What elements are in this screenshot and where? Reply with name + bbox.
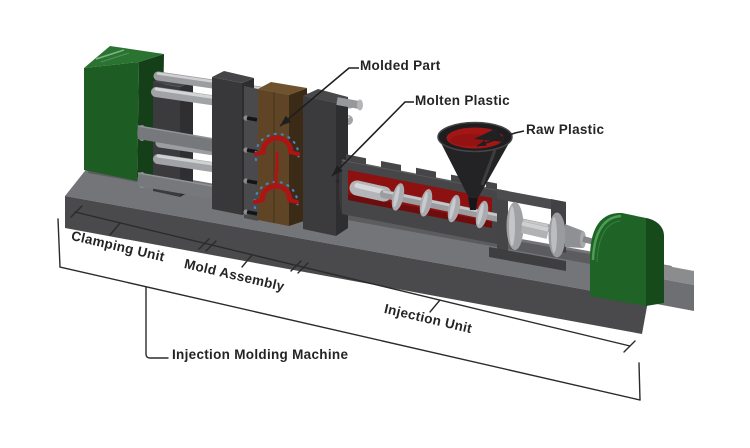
- cooling-dots-upper: [254, 132, 300, 162]
- arrowhead: [332, 165, 343, 176]
- molded-part-label: Molded Part: [360, 58, 441, 73]
- clamp-ram-beams: [137, 125, 225, 201]
- molten-plastic-label: Molten Plastic: [415, 93, 510, 108]
- machine-bracket: [57, 218, 641, 401]
- injection-barrel: [339, 154, 552, 244]
- molded-part-leader: [279, 67, 359, 127]
- dimension-lines: [57, 205, 641, 401]
- raw-plastic-label: Raw Plastic: [526, 122, 605, 137]
- mold-assembly-block: [243, 82, 307, 226]
- injection-molding-machine-label: Injection Molding Machine: [172, 347, 349, 362]
- arrowhead: [280, 115, 291, 126]
- mold-bolts: [243, 115, 258, 216]
- leader-lines: [279, 67, 525, 177]
- screw-flights: [391, 183, 489, 229]
- raw-plastic-leader: [476, 130, 525, 147]
- arrowhead: [477, 140, 487, 146]
- hopper: [437, 121, 513, 210]
- drive-carriage: [489, 189, 599, 271]
- cooling-dots-lower: [253, 180, 299, 210]
- drive-motor: [590, 212, 664, 306]
- molded-part-shapes: [253, 135, 300, 204]
- section-dimension-line: [70, 205, 636, 353]
- clamp-cylinder-housing: [84, 46, 164, 181]
- molten-plastic-leader: [331, 101, 414, 177]
